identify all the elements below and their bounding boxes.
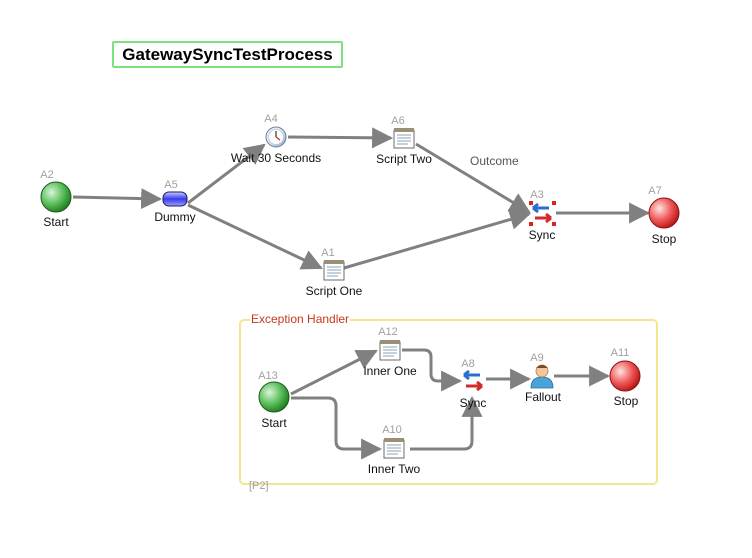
node-label: Script Two <box>376 152 432 166</box>
script-document-icon[interactable] <box>379 340 401 361</box>
clock-icon[interactable] <box>265 126 287 148</box>
node-id: A13 <box>258 370 278 382</box>
start-event-icon[interactable] <box>258 381 290 413</box>
node-label: Sync <box>528 228 556 242</box>
exception-handler-id: [P2] <box>249 480 269 492</box>
dummy-activity-icon[interactable] <box>162 191 188 207</box>
exception-handler-container[interactable] <box>239 319 658 485</box>
node-id: A12 <box>378 326 398 338</box>
node-label: Script One <box>305 284 363 298</box>
node-label: Sync <box>459 396 487 410</box>
node-id: A1 <box>321 247 335 259</box>
script-document-icon[interactable] <box>383 438 405 459</box>
edge-start-innertwo[interactable] <box>291 396 383 460</box>
edge-outcome-label: Outcome <box>470 154 519 168</box>
node-label: Stop <box>651 232 677 246</box>
node-label: Stop <box>613 394 639 408</box>
edge-dummy-scriptone[interactable] <box>187 203 323 270</box>
edge-dummy-wait[interactable] <box>187 143 266 205</box>
node-label: Inner Two <box>367 462 421 476</box>
stop-event-icon[interactable] <box>648 197 680 229</box>
node-label: Inner One <box>363 364 417 378</box>
node-id: A5 <box>164 179 178 191</box>
edge-start-dummy[interactable] <box>72 188 163 210</box>
edge-start-innerone[interactable] <box>290 349 378 396</box>
node-label: Fallout <box>524 390 562 404</box>
node-id: A4 <box>264 113 278 125</box>
edge-wait-scripttwo[interactable] <box>287 127 394 149</box>
node-label: Wait 30 Seconds <box>230 151 322 165</box>
node-label: Dummy <box>154 210 196 224</box>
edge-scripttwo-sync[interactable] <box>415 142 531 214</box>
node-id: A6 <box>391 115 405 127</box>
exception-handler-title: Exception Handler <box>250 312 351 326</box>
node-id: A7 <box>648 185 662 197</box>
selection-handles <box>529 201 556 226</box>
node-id: A11 <box>610 347 630 359</box>
node-label: Start <box>43 215 69 229</box>
edge-scriptone-sync[interactable] <box>343 209 532 270</box>
main-edges <box>72 127 651 270</box>
script-document-icon[interactable] <box>393 128 415 149</box>
sync-gateway-icon[interactable] <box>529 201 556 226</box>
sync-gateway-icon[interactable] <box>463 369 483 392</box>
node-id: A3 <box>530 189 544 201</box>
edge-innerone-sync[interactable] <box>402 348 463 392</box>
script-document-icon[interactable] <box>323 260 345 281</box>
node-id: A8 <box>461 358 475 370</box>
node-label: Start <box>261 416 287 430</box>
process-title[interactable]: GatewaySyncTestProcess <box>112 41 343 68</box>
edge-innertwo-sync[interactable] <box>410 395 483 451</box>
node-id: A10 <box>382 424 402 436</box>
node-id: A9 <box>530 352 544 364</box>
start-event-icon[interactable] <box>40 181 72 213</box>
node-id: A2 <box>40 169 54 181</box>
person-icon[interactable] <box>530 364 554 389</box>
stop-event-icon[interactable] <box>609 360 641 392</box>
handler-edges <box>290 348 611 460</box>
